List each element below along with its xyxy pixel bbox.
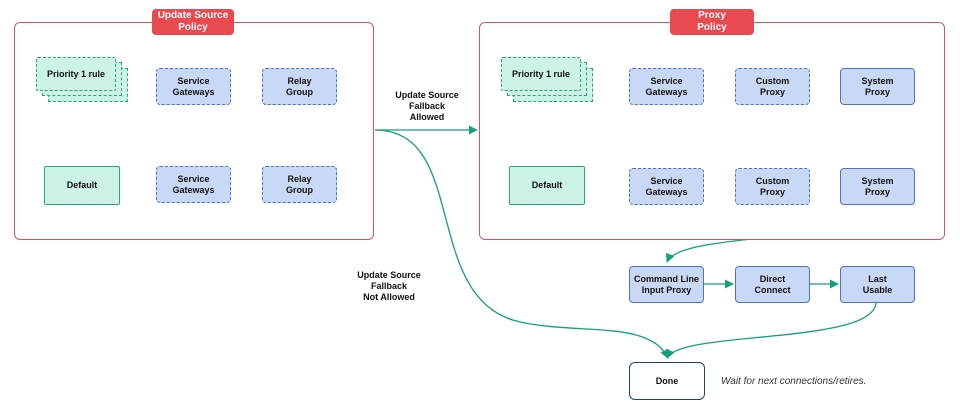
- proxy-row1-system-proxy: System Proxy: [840, 68, 915, 105]
- proxy-default: Default: [509, 166, 585, 205]
- fallback-not-allowed-label: Update Source Fallback Not Allowed: [357, 270, 421, 302]
- update-source-service-gateways-top: Service Gateways: [156, 68, 231, 105]
- proxy-row2-system-proxy: System Proxy: [840, 168, 915, 205]
- proxy-row2-custom-proxy: Custom Proxy: [735, 168, 810, 205]
- update-source-policy-title: Update Source Policy: [152, 9, 234, 35]
- update-source-relay-group-bottom: Relay Group: [262, 166, 337, 203]
- command-line-input-proxy: Command Line Input Proxy: [629, 266, 704, 303]
- update-source-policy-panel: [14, 22, 374, 240]
- fallback-allowed-label: Update Source Fallback Allowed: [395, 90, 459, 122]
- update-source-priority-rule: Priority 1 rule: [36, 57, 116, 91]
- proxy-row2-service-gateways: Service Gateways: [629, 168, 704, 205]
- proxy-row1-service-gateways: Service Gateways: [629, 68, 704, 105]
- proxy-policy-panel: [479, 22, 945, 240]
- direct-connect: Direct Connect: [735, 266, 810, 303]
- wire-last-to-done: [666, 301, 877, 359]
- wire-fallback-not-allowed: [374, 129, 669, 359]
- update-source-default: Default: [44, 166, 120, 205]
- proxy-priority-rule: Priority 1 rule: [501, 57, 581, 91]
- update-source-relay-group-top: Relay Group: [262, 68, 337, 105]
- update-source-service-gateways-bottom: Service Gateways: [156, 166, 231, 203]
- last-usable: Last Usable: [840, 266, 915, 303]
- proxy-row1-custom-proxy: Custom Proxy: [735, 68, 810, 105]
- done-node: Done: [629, 362, 705, 400]
- proxy-policy-title: Proxy Policy: [670, 9, 754, 35]
- wait-note: Wait for next connections/retires.: [721, 376, 867, 387]
